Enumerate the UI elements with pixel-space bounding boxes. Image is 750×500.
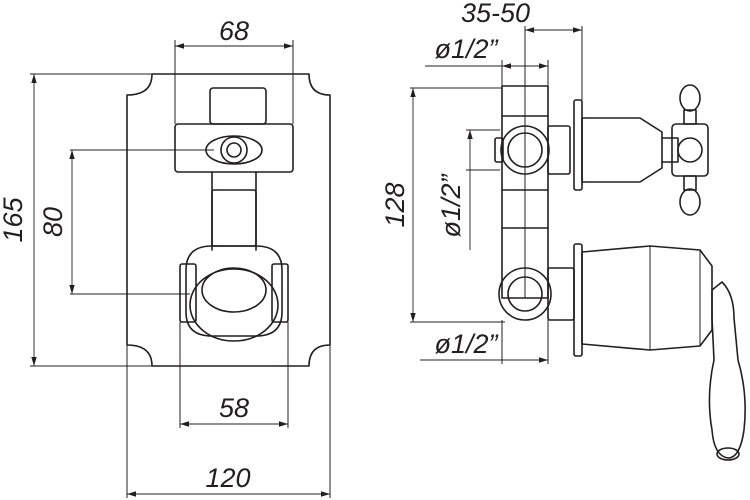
- label-outlet-bottom: ø1/2”: [434, 329, 498, 359]
- label-inlet-middle: ø1/2”: [436, 173, 466, 237]
- wall-plate: [126, 73, 331, 367]
- upper-stem: [209, 87, 267, 125]
- lower-stem: [211, 189, 257, 247]
- lever-body: [185, 245, 283, 337]
- label-68: 68: [219, 16, 249, 46]
- cross-handle-bar: [174, 123, 294, 173]
- label-inlet-top: ø1/2”: [434, 34, 498, 64]
- cross-handle-center: [220, 136, 248, 164]
- upper-valve: [581, 117, 663, 183]
- front-view: 68 165 80 58 120: [0, 16, 331, 498]
- label-165: 165: [0, 196, 28, 242]
- side-wall-plate: [573, 99, 583, 191]
- lower-valve: [581, 245, 713, 351]
- side-cross-handle: [677, 137, 703, 163]
- label-128: 128: [380, 182, 410, 227]
- bottom-outlet: [498, 267, 552, 321]
- label-35-50: 35-50: [461, 0, 530, 28]
- label-120: 120: [205, 463, 250, 493]
- label-58: 58: [219, 393, 249, 423]
- label-80: 80: [38, 207, 68, 237]
- lever-handle: [708, 281, 746, 459]
- middle-inlet: [500, 125, 550, 175]
- side-view: 35-50 ø1/2” 128 ø1/2” ø1/2”: [380, 0, 746, 461]
